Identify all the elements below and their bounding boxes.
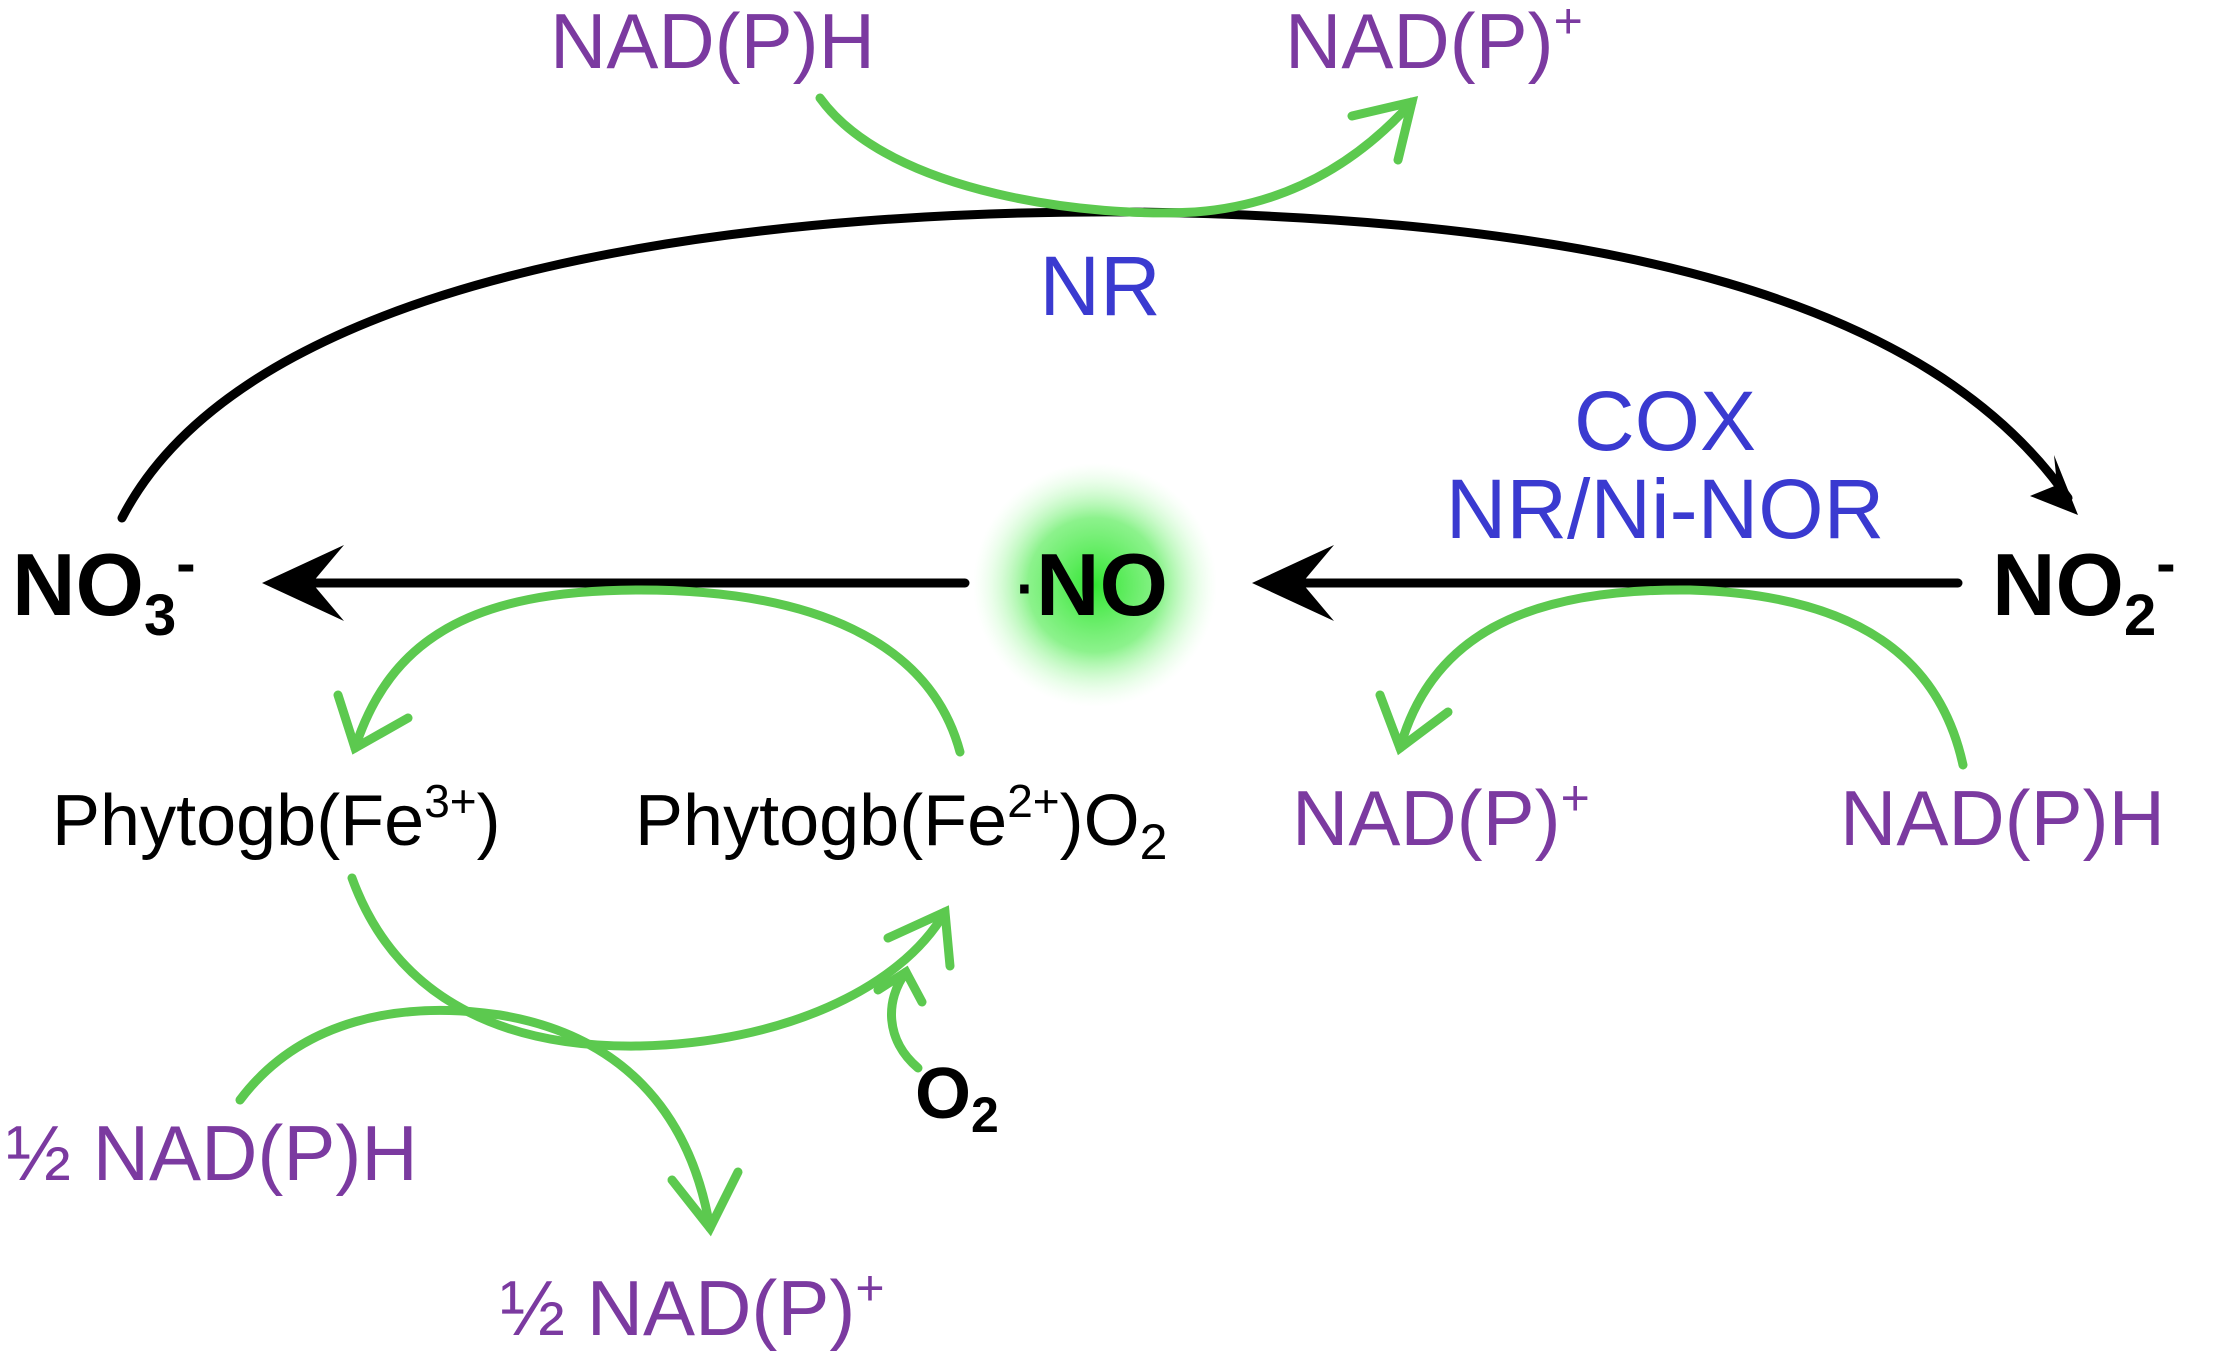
oxygen-input-arrowhead — [873, 965, 927, 1007]
top-cofactor-arc — [815, 93, 1417, 218]
nitric-oxide-label: ·NO — [1016, 535, 1168, 634]
phytoglobin-reduction-arrowhead — [883, 905, 955, 971]
half-nadp-plus-label: ½ NAD(P)+ — [500, 1260, 885, 1352]
half-nadph-label: ½ NAD(P)H — [6, 1109, 418, 1197]
top-nadp-plus-label: NAD(P)+ — [1285, 0, 1583, 85]
top-nadph-label: NAD(P)H — [550, 0, 875, 85]
phytoglobin-oxy-label: Phytogb(Fe2+)O2 — [635, 775, 1167, 870]
oxygen-input-arc — [887, 967, 923, 1073]
phytoglobin-oxidation-arc — [350, 585, 965, 757]
nitrate-arrowhead — [262, 545, 344, 621]
nitric-oxide-glow — [973, 463, 1217, 707]
half-cofactor-arc — [235, 1005, 715, 1233]
phytoglobin-oxidation-arrowhead — [333, 690, 413, 755]
nitrite-arrowhead — [2030, 455, 2078, 515]
enzyme-nr-ninor-label: NR/Ni-NOR — [1446, 462, 1885, 556]
nitrate-label: NO3- — [12, 531, 196, 648]
nitrite-label: NO2- — [1992, 531, 2176, 648]
enzyme-cox-label: COX — [1574, 374, 1756, 468]
oxygen-label: O2 — [915, 1054, 999, 1143]
top-cofactor-arrowhead — [1347, 95, 1419, 165]
no-arrowhead — [1252, 545, 1334, 621]
right-cofactor-arrowhead — [1375, 690, 1453, 756]
enzyme-nr-label: NR — [1039, 239, 1160, 333]
phytoglobin-reduction-arc — [347, 873, 950, 1051]
phytoglobin-ferric-label: Phytogb(Fe3+) — [52, 775, 501, 861]
half-cofactor-arrowhead — [667, 1167, 743, 1237]
right-nadp-plus-label: NAD(P)+ — [1292, 770, 1590, 862]
right-cofactor-arc — [1395, 585, 1968, 770]
right-nadph-label: NAD(P)H — [1840, 774, 2165, 862]
